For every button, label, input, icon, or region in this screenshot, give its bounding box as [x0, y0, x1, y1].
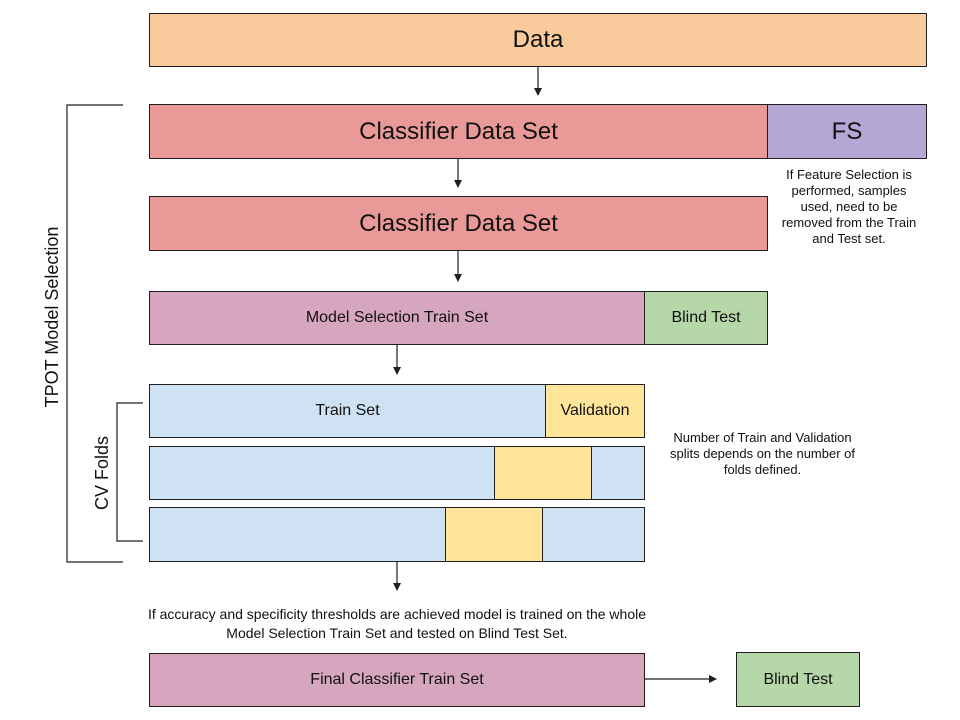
final-blind-test-label: Blind Test: [763, 670, 833, 688]
model-selection-train-set-label: Model Selection Train Set: [305, 309, 489, 326]
final-blind-test-box: Blind Test: [736, 652, 860, 707]
data-label: Data: [512, 26, 564, 53]
blind-test-label: Blind Test: [671, 309, 741, 326]
cv-bracket: [116, 402, 143, 542]
fs-note: If Feature Selection is performed, sampl…: [781, 167, 917, 246]
data-box: Data: [149, 13, 927, 67]
classifier-data-set-label-1: Classifier Data Set: [359, 117, 558, 145]
final-classifier-train-set-box: Final Classifier Train Set: [149, 653, 645, 707]
tpot-bracket: [66, 104, 123, 563]
fs-box: FS: [767, 104, 927, 159]
cv-fold-1: Train Set Validation: [149, 384, 645, 438]
cv-fold-1-train: Train Set: [150, 385, 546, 437]
cv-fold-2-validation: [494, 447, 592, 499]
blind-test-box: Blind Test: [644, 291, 768, 345]
classifier-data-set-box-2: Classifier Data Set: [149, 196, 768, 251]
classifier-data-set-box-1: Classifier Data Set: [149, 104, 768, 159]
cv-fold-2: [149, 446, 645, 500]
tpot-model-selection-label: TPOT Model Selection: [42, 226, 62, 408]
fs-label: FS: [831, 117, 863, 145]
cv-folds-label: CV Folds: [92, 435, 112, 511]
cv-fold-3-validation: [445, 508, 543, 561]
validation-label: Validation: [560, 402, 630, 419]
cv-fold-1-validation: Validation: [546, 385, 644, 437]
train-set-label: Train Set: [315, 402, 380, 419]
cv-fold-3: [149, 507, 645, 562]
final-classifier-train-set-label: Final Classifier Train Set: [310, 671, 484, 688]
classifier-data-set-label-2: Classifier Data Set: [359, 209, 558, 237]
cv-note: Number of Train and Validation splits de…: [669, 430, 855, 477]
model-selection-train-set-box: Model Selection Train Set: [149, 291, 645, 345]
threshold-note: If accuracy and specificity thresholds a…: [147, 606, 647, 641]
